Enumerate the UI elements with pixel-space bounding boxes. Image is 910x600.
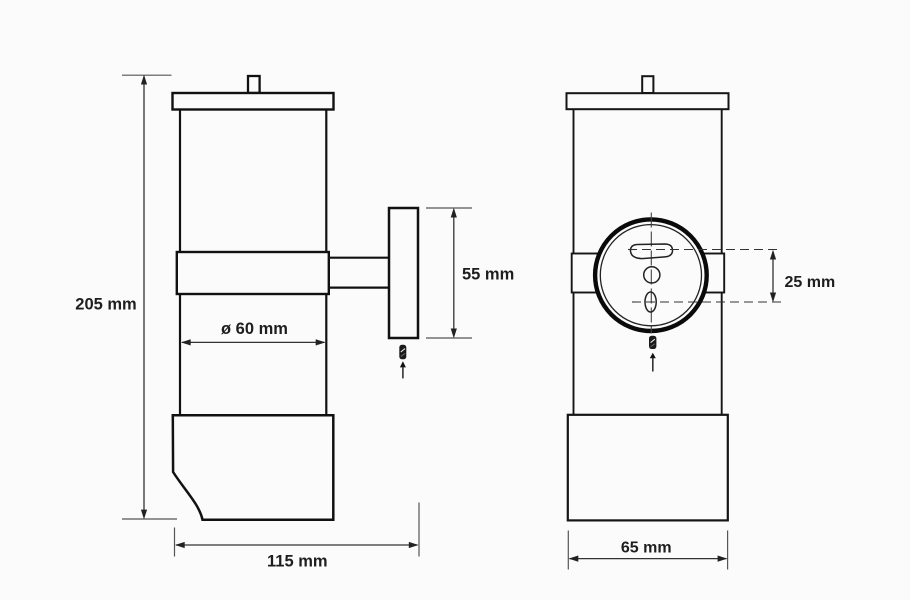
svg-text:115 mm: 115 mm	[267, 552, 328, 570]
svg-text:205 mm: 205 mm	[75, 296, 136, 314]
svg-text:25 mm: 25 mm	[785, 274, 836, 291]
svg-text:65 mm: 65 mm	[621, 540, 672, 557]
svg-text:ø 60 mm: ø 60 mm	[221, 320, 288, 338]
svg-text:55 mm: 55 mm	[462, 265, 514, 283]
